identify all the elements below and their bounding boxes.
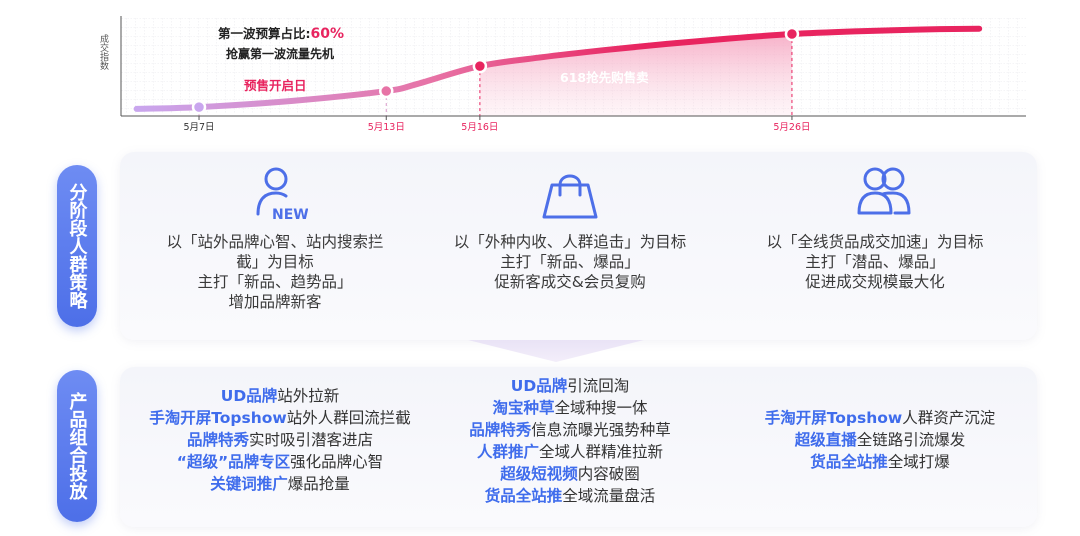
new-user-icon: NEW xyxy=(256,167,308,222)
strategy-line: 主打「新品、趋势品」 xyxy=(197,273,353,291)
data-point-marker xyxy=(784,26,800,42)
product-item: 人群推广全域人群精准拉新 xyxy=(476,443,664,461)
user-group-icon xyxy=(857,167,911,215)
product-item: 关键词推广爆品抢量 xyxy=(210,475,350,493)
strategy-column-2: 以「外种内收、人群追击」为目标 主打「新品、爆品」 促新客成交&会员复购 xyxy=(430,232,710,292)
product-item: UD品牌站外拉新 xyxy=(220,387,340,405)
strategy-line: 增加品牌新客 xyxy=(228,293,322,311)
strategy-line: 主打「新品、爆品」 xyxy=(500,253,640,271)
product-item: 品牌特秀实时吸引潜客进店 xyxy=(186,431,374,449)
product-item: 品牌特秀信息流曝光强势种草 xyxy=(469,421,671,439)
shopping-bag-icon xyxy=(542,174,598,219)
strategy-section-label: 分阶段人群策略 xyxy=(57,165,97,327)
product-item: 货品全站推全域打爆 xyxy=(810,453,950,471)
product-item: 淘宝种草全域种搜一体 xyxy=(492,399,648,417)
budget-annotation-line2: 抢赢第一波流量先机 xyxy=(226,46,334,61)
product-section-label: 产品组合投放 xyxy=(57,370,97,522)
product-item: 超级直播全链路引流爆发 xyxy=(794,431,966,449)
strategy-column-1: 以「站外品牌心智、站内搜索拦 截」为目标 主打「新品、趋势品」 增加品牌新客 xyxy=(140,232,410,312)
strategy-line: 以「全线货品成交加速」为目标 xyxy=(766,233,984,251)
data-point-marker xyxy=(191,99,207,115)
y-axis-label: 成交指数 xyxy=(98,33,109,71)
product-column-1: UD品牌站外拉新 手淘开屏Topshow站外人群回流拦截 品牌特秀实时吸引潜客进… xyxy=(130,385,430,495)
strategy-line: 以「外种内收、人群追击」为目标 xyxy=(453,233,687,251)
data-point-marker xyxy=(379,83,394,99)
product-item: 超级短视频内容破圈 xyxy=(500,465,640,483)
product-item: 手淘开屏Topshow站外人群回流拦截 xyxy=(149,409,411,427)
budget-annotation-line1: 第一波预算占比:60% xyxy=(218,26,344,42)
svg-text:NEW: NEW xyxy=(272,207,308,222)
product-item: UD品牌引流回淘 xyxy=(510,377,630,395)
x-tick-label: 5月13日 xyxy=(368,122,405,133)
product-column-3: 手淘开屏Topshow人群资产沉淀 超级直播全链路引流爆发 货品全站推全域打爆 xyxy=(730,407,1030,473)
series-line xyxy=(133,25,983,112)
product-item: 手淘开屏Topshow人群资产沉淀 xyxy=(764,409,996,427)
strategy-line: 以「站外品牌心智、站内搜索拦 xyxy=(166,233,384,251)
x-tick-label: 5月7日 xyxy=(183,122,214,133)
strategy-line: 截」为目标 xyxy=(236,253,314,271)
x-tick-label: 5月26日 xyxy=(773,122,810,133)
sales-index-chart: 成交指数 5月7日 5月13日 5月16日 5月26日 第一波预算占比:60% 抢赢第… xyxy=(98,16,1026,133)
sale-period-area xyxy=(479,34,792,117)
sale-annotation: 618抢先购售卖 xyxy=(560,70,649,85)
strategy-line: 促新客成交&会员复购 xyxy=(494,273,646,291)
strategy-line: 促进成交规模最大化 xyxy=(805,273,945,291)
product-item: “超级”品牌专区强化品牌心智 xyxy=(176,453,384,471)
strategy-line: 主打「潜品、爆品」 xyxy=(805,253,945,271)
product-column-2: UD品牌引流回淘 淘宝种草全域种搜一体 品牌特秀信息流曝光强势种草 人群推广全域… xyxy=(430,375,710,507)
product-item: 货品全站推全域流量盘活 xyxy=(484,487,656,505)
data-point-marker xyxy=(472,58,488,74)
presale-annotation: 预售开启日 xyxy=(244,78,307,93)
panel-arrow xyxy=(468,340,644,362)
product-panel xyxy=(120,367,1037,527)
x-tick-label: 5月16日 xyxy=(461,122,498,133)
strategy-column-3: 以「全线货品成交加速」为目标 主打「潜品、爆品」 促进成交规模最大化 xyxy=(740,232,1010,292)
